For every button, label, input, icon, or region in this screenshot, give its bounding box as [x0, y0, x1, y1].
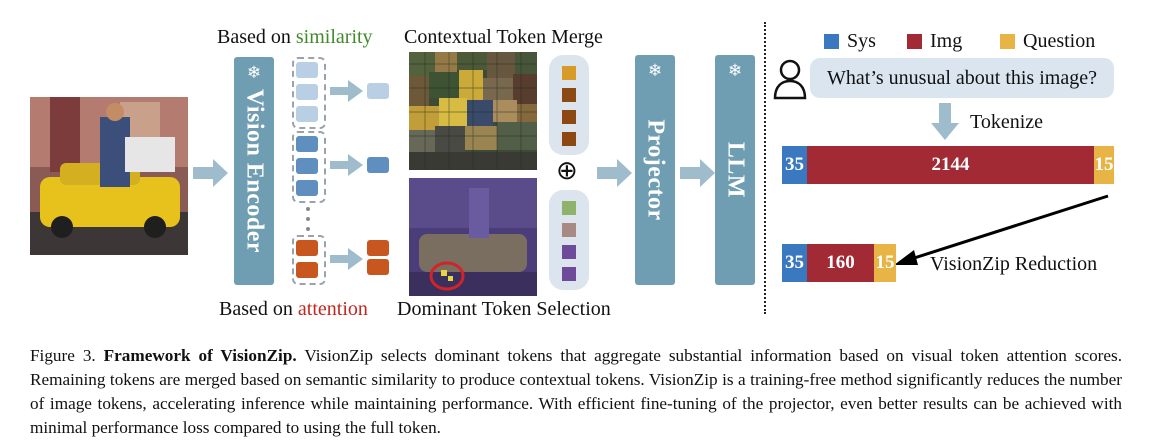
similarity-word: similarity: [295, 26, 373, 48]
dominant-selection-image: [409, 178, 537, 296]
selected-token-orange-2: [367, 259, 389, 275]
vision-encoder-block: ❄ Vision Encoder: [234, 57, 274, 285]
dominant-token-2: [562, 223, 576, 237]
contextual-merge-image: [409, 52, 537, 170]
projector-label: Projector: [642, 119, 669, 221]
dominant-tokens-pill: [549, 190, 589, 290]
full-sys-segment: 35: [782, 146, 807, 184]
reduction-arrow: [894, 194, 1109, 265]
arrow-group-orange: [330, 248, 363, 270]
user-icon: [773, 59, 807, 100]
attention-word: attention: [297, 298, 368, 320]
dominant-token-4: [562, 267, 576, 281]
arrow-to-projector: [597, 159, 632, 187]
reduced-img-segment: 160: [807, 244, 874, 282]
reduced-token-bar: 35 160 15: [782, 244, 896, 282]
snowflake-icon: ❄: [647, 61, 663, 80]
llm-label: LLM: [722, 141, 749, 199]
contextual-merge-label: Contextual Token Merge: [404, 26, 603, 48]
legend-img: Img: [907, 30, 962, 53]
full-token-bar: 35 2144 15: [782, 146, 1114, 184]
vision-encoder-label: Vision Encoder: [241, 88, 268, 254]
question-bubble: What’s unusual about this image?: [810, 58, 1114, 98]
caption-body: VisionZip selects dominant tokens that a…: [30, 346, 1123, 437]
reduced-question-segment: 15: [874, 244, 896, 282]
legend-question: Question: [1000, 30, 1095, 53]
context-token-1: [562, 66, 576, 80]
merged-token-blue: [367, 157, 389, 173]
dominant-token-1: [562, 201, 576, 215]
context-token-3: [562, 110, 576, 124]
snowflake-icon: ❄: [246, 63, 262, 82]
similarity-label: Based on similarity: [217, 26, 373, 48]
full-img-segment: 2144: [807, 146, 1094, 184]
token-group-blue: [292, 131, 326, 203]
ellipsis-dots: [305, 206, 311, 234]
tokenize-arrow: [931, 103, 959, 140]
contextual-tokens-pill: [549, 55, 589, 155]
tokenize-label: Tokenize: [970, 111, 1044, 133]
token-group-light: [292, 57, 326, 129]
selected-token-orange-1: [367, 240, 389, 256]
context-token-4: [562, 132, 576, 146]
arrow-image-to-encoder: [193, 159, 228, 187]
arrow-group-blue: [330, 154, 363, 176]
input-image: [30, 97, 188, 255]
full-question-segment: 15: [1094, 146, 1114, 184]
reduction-label: VisionZip Reduction: [930, 253, 1098, 275]
attention-label: Based on attention: [219, 298, 368, 320]
llm-block: ❄ LLM: [715, 55, 755, 285]
legend-sys: Sys: [824, 30, 876, 53]
figure-title: Framework of VisionZip.: [103, 346, 297, 365]
figure-caption: Figure 3. Framework of VisionZip. Vision…: [30, 344, 1122, 440]
arrow-to-llm: [680, 159, 715, 187]
dominant-token-3: [562, 245, 576, 259]
concat-plus-icon: ⊕: [556, 156, 578, 186]
merged-token-light: [367, 83, 389, 99]
context-token-2: [562, 88, 576, 102]
reduced-sys-segment: 35: [782, 244, 807, 282]
arrow-group-light: [330, 80, 363, 102]
question-text: What’s unusual about this image?: [827, 66, 1097, 89]
figure-number: Figure 3.: [30, 346, 96, 365]
projector-block: ❄ Projector: [635, 55, 675, 285]
section-divider: [764, 22, 766, 314]
snowflake-icon: ❄: [727, 61, 743, 80]
dominant-selection-label: Dominant Token Selection: [397, 298, 611, 320]
token-group-orange: [292, 235, 326, 285]
